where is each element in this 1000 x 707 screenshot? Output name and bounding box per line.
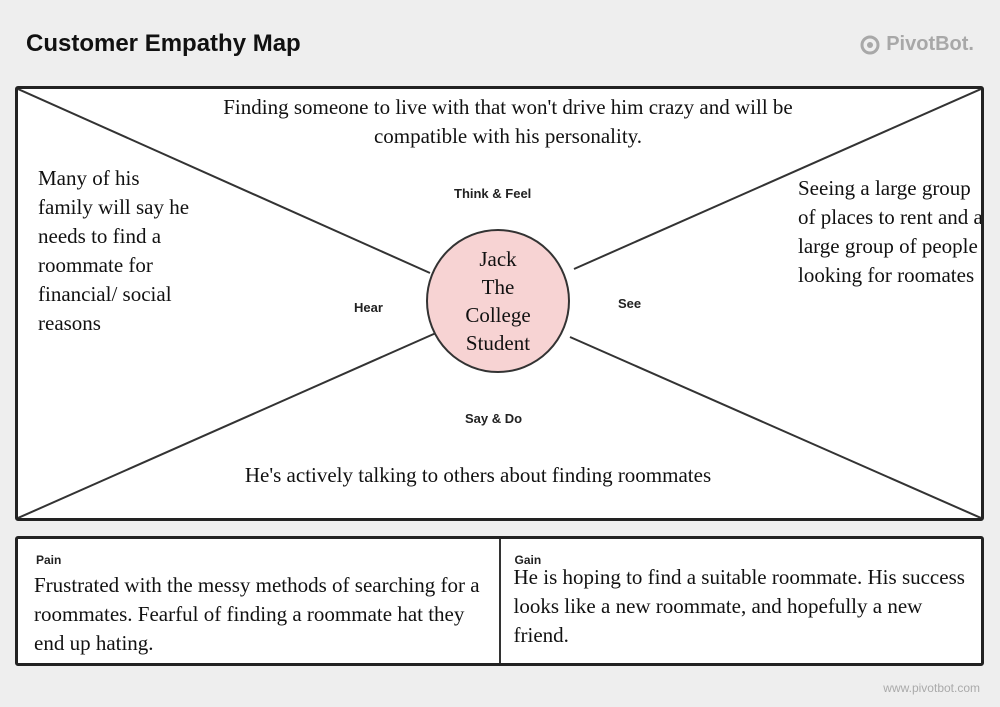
hear-label: Hear xyxy=(354,300,383,315)
hear-text: Many of his family will say he needs to … xyxy=(38,166,190,335)
think-feel-text: Finding someone to live with that won't … xyxy=(223,95,793,148)
say-do-label: Say & Do xyxy=(465,411,523,426)
empathy-map: Finding someone to live with that won't … xyxy=(15,86,984,521)
persona-line: College xyxy=(465,303,531,327)
diagonal-lines xyxy=(18,89,981,518)
brand-logo: PivotBot. xyxy=(860,33,974,56)
gain-text: He is hoping to find a suitable roommate… xyxy=(513,565,965,647)
see-label: See xyxy=(618,296,642,311)
brand-name: PivotBot. xyxy=(886,33,974,55)
page-title: Customer Empathy Map xyxy=(26,30,301,57)
pain-gain-box: Pain Frustrated with the messy methods o… xyxy=(15,536,984,666)
gain-label: Gain xyxy=(514,553,542,567)
see-text: Seeing a large group of places to rent a… xyxy=(798,176,983,287)
pain-section: Pain Frustrated with the messy methods o… xyxy=(18,539,501,663)
persona-line: Student xyxy=(465,331,531,355)
pain-label: Pain xyxy=(36,553,62,567)
say-do-text: He's actively talking to others about fi… xyxy=(244,463,712,487)
pain-text: Frustrated with the messy methods of sea… xyxy=(34,573,480,655)
think-feel-label: Think & Feel xyxy=(454,186,532,201)
persona-circle: Jack The College Student xyxy=(426,229,570,373)
pivotbot-logo-icon xyxy=(860,35,880,54)
persona-line: The xyxy=(481,275,515,299)
footer-url: www.pivotbot.com xyxy=(883,681,980,695)
gain-section: Gain He is hoping to find a suitable roo… xyxy=(501,539,982,663)
persona-line: Jack xyxy=(479,247,517,271)
